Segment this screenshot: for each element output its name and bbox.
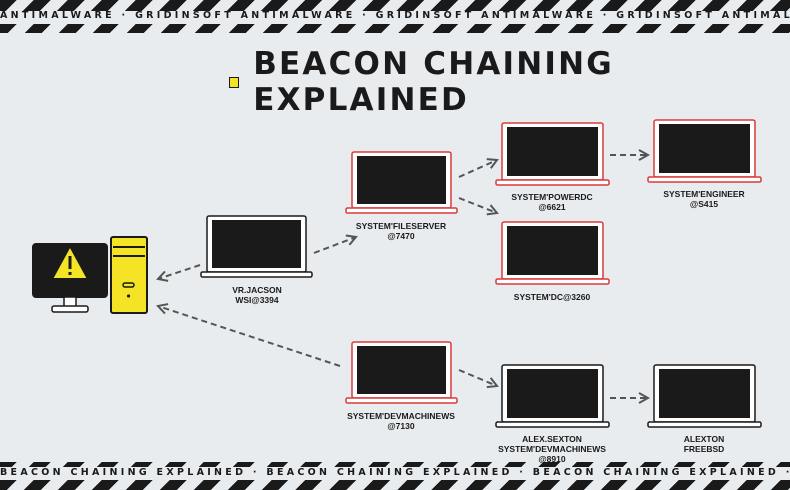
top-ticker: ANTIMALWARE · GRIDINSOFT ANTIMALWARE · G…	[0, 10, 790, 21]
laptop-devmachine	[345, 341, 458, 404]
attacker-computer	[32, 236, 148, 314]
warning-icon	[50, 243, 90, 280]
page-title: BEACON CHAINING EXPLAINED	[253, 46, 614, 118]
label-devmachine: SYSTEM'DEVMACHINEWS @7130	[347, 411, 455, 431]
title-block: BEACON CHAINING EXPLAINED	[229, 46, 790, 118]
label-dc: SYSTEM'DC@3260	[513, 292, 591, 302]
laptop-fileserver	[345, 151, 458, 214]
arrow-devmachine-to-sexton	[458, 369, 497, 386]
laptop-dc	[495, 221, 610, 285]
label-powerdc: SYSTEM'POWERDC @6621	[511, 192, 593, 212]
label-alexton: ALEXTON FREEBSD	[683, 434, 725, 454]
laptop-engineer	[647, 119, 762, 183]
monitor-base	[51, 305, 89, 313]
laptop-sexton	[495, 364, 610, 428]
arrow-fileserver-to-powerdc	[458, 160, 497, 178]
connection-arrows	[158, 155, 648, 398]
stripe-band-upper	[0, 24, 790, 33]
arrow-devmachine-to-attacker	[158, 306, 341, 367]
laptop-alexton	[647, 364, 762, 428]
pc-tower-icon	[110, 236, 148, 314]
laptop-powerdc	[495, 122, 610, 186]
label-engineer: SYSTEM'ENGINEER @S415	[663, 189, 745, 209]
label-sexton: ALEX.SEXTON SYSTEM'DEVMACHINEWS @8910	[498, 434, 606, 464]
label-jacson: VR.JACSON WSI@3394	[232, 285, 282, 305]
title-bullet	[229, 76, 240, 88]
arrow-jacson-to-attacker	[158, 264, 201, 279]
top-stripe-band	[0, 0, 790, 11]
bottom-ticker: BEACON CHAINING EXPLAINED · BEACON CHAIN…	[0, 467, 790, 478]
arrow-jacson-to-fileserver	[313, 237, 356, 254]
stripe-band-lower	[0, 462, 790, 467]
laptop-jacson	[200, 215, 313, 278]
bottom-stripe-band	[0, 480, 790, 490]
label-fileserver: SYSTEM'FILESERVER @7470	[355, 221, 447, 241]
arrow-fileserver-to-dc	[458, 197, 497, 213]
